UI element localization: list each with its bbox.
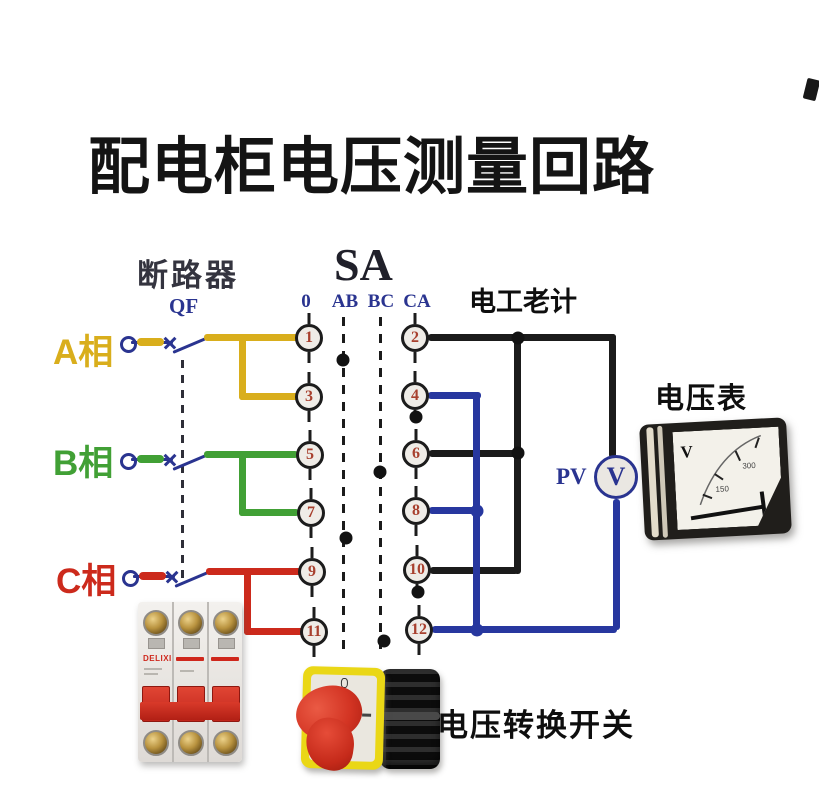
junction-dot [511, 446, 525, 460]
junction-dot [470, 623, 484, 637]
terminal-10: 10 [403, 556, 431, 584]
wire-b-segment [239, 509, 299, 516]
terminal-7: 7 [297, 499, 325, 527]
breaker-contact-x-icon [163, 336, 177, 350]
breaker-contact-x-icon [163, 453, 177, 467]
rotary-switch-caption: 电压转换开关 [437, 708, 635, 743]
sa-contact-dot [411, 585, 425, 599]
sa-contact-dot [377, 634, 391, 648]
terminal-4: 4 [401, 382, 429, 410]
breaker-label: 断路器 [137, 258, 239, 293]
sa-column-bc: BC [367, 291, 395, 312]
terminal-8: 8 [402, 497, 430, 525]
fuse-c-icon [139, 572, 166, 580]
junction-dot [470, 504, 484, 518]
mcb-screw-icon [178, 610, 204, 636]
terminal-11: 11 [300, 618, 328, 646]
wire-blue-segment [613, 499, 620, 630]
mcb-spec-line [180, 670, 194, 672]
terminal-9: 9 [298, 558, 326, 586]
pv-voltmeter-symbol: V [594, 455, 638, 499]
fuse-a-icon [137, 338, 164, 346]
wire-blue-segment [429, 507, 477, 514]
sa-contact-dot [336, 353, 350, 367]
wire-b-segment [239, 451, 246, 516]
voltmeter-dial-graphics: V 300 150 [672, 427, 783, 530]
mcb-screw-icon [178, 730, 204, 756]
terminal-2: 2 [401, 324, 429, 352]
voltmeter-photo: V 300 150 [639, 417, 792, 541]
wire-c-segment [244, 628, 304, 635]
rotary-switch-body-band [380, 712, 440, 720]
mcb-spec-line [144, 673, 158, 675]
wire-c-segment [206, 568, 301, 575]
wire-a-segment [239, 393, 299, 400]
voltmeter-dial: V 300 150 [672, 427, 783, 530]
mcb-screw-icon [143, 610, 169, 636]
mcb-screw-icon [213, 730, 239, 756]
mcb-handle-tiebar [140, 702, 240, 720]
voltmeter-label: 电压表 [655, 383, 749, 415]
mcb-pole-divider [207, 602, 209, 762]
wire-b-segment [204, 451, 298, 458]
qf-linkage-dashed-line [181, 360, 184, 580]
terminal-1: 1 [295, 324, 323, 352]
terminal-circle-icon [120, 336, 137, 353]
breaker-designator: QF [169, 294, 199, 318]
mcb-screw-icon [143, 730, 169, 756]
mcb-pole-divider [172, 602, 174, 762]
terminal-3: 3 [295, 383, 323, 411]
sa-dashed-line-ab [342, 317, 345, 650]
svg-text:150: 150 [715, 484, 729, 494]
wire-c-segment [244, 568, 251, 635]
wire-black-segment [609, 334, 616, 458]
breaker-blade-b-icon [172, 453, 208, 471]
watermark-text: 电工老计 [469, 287, 577, 317]
rotary-position-tick [362, 713, 372, 717]
terminal-5: 5 [296, 441, 324, 469]
wire-blue-segment [432, 626, 617, 633]
mcb-clamp [218, 638, 235, 649]
terminal-circle-icon [120, 453, 137, 470]
breaker-blade-a-icon [172, 336, 208, 354]
sa-column-ca: CA [403, 291, 431, 312]
rotary-switch-photo [289, 662, 440, 774]
terminal-circle-icon [122, 570, 139, 587]
page-edge-mark [802, 77, 819, 102]
fuse-b-icon [137, 455, 164, 463]
sa-contact-dot [339, 531, 353, 545]
mcb-clamp [148, 638, 165, 649]
sa-column-ab: AB [331, 291, 359, 312]
mcb-brand-text: DELIXI [143, 654, 172, 663]
wire-a-segment [204, 334, 298, 341]
mcb-breaker-photo: DELIXI [138, 602, 242, 762]
breaker-contact-x-icon [165, 570, 179, 584]
mcb-red-stripe [176, 657, 204, 661]
selector-switch-label: SA [334, 239, 393, 290]
wire-a-segment [239, 334, 246, 400]
sa-dashed-line-bc [379, 317, 382, 650]
phase-a-label: A相 [53, 333, 114, 372]
mcb-clamp [183, 638, 200, 649]
mcb-spec-line [144, 668, 162, 670]
terminal-6: 6 [402, 440, 430, 468]
svg-text:300: 300 [742, 461, 756, 471]
breaker-blade-c-icon [174, 570, 210, 588]
junction-dot [511, 331, 525, 345]
sa-column-0: 0 [301, 291, 311, 312]
phase-c-label: C相 [56, 562, 117, 601]
sa-contact-dot [409, 410, 423, 424]
terminal-12: 12 [405, 616, 433, 644]
voltmeter-side-stripe [657, 425, 668, 538]
pv-designator: PV [556, 464, 587, 489]
voltmeter-side-stripe [646, 427, 659, 538]
sa-contact-dot [373, 465, 387, 479]
mcb-red-stripe [211, 657, 239, 661]
phase-b-label: B相 [53, 444, 114, 483]
wire-blue-segment [428, 392, 481, 399]
page-title: 配电柜电压测量回路 [88, 133, 656, 202]
mcb-screw-icon [213, 610, 239, 636]
voltmeter-face-v: V [680, 442, 694, 462]
